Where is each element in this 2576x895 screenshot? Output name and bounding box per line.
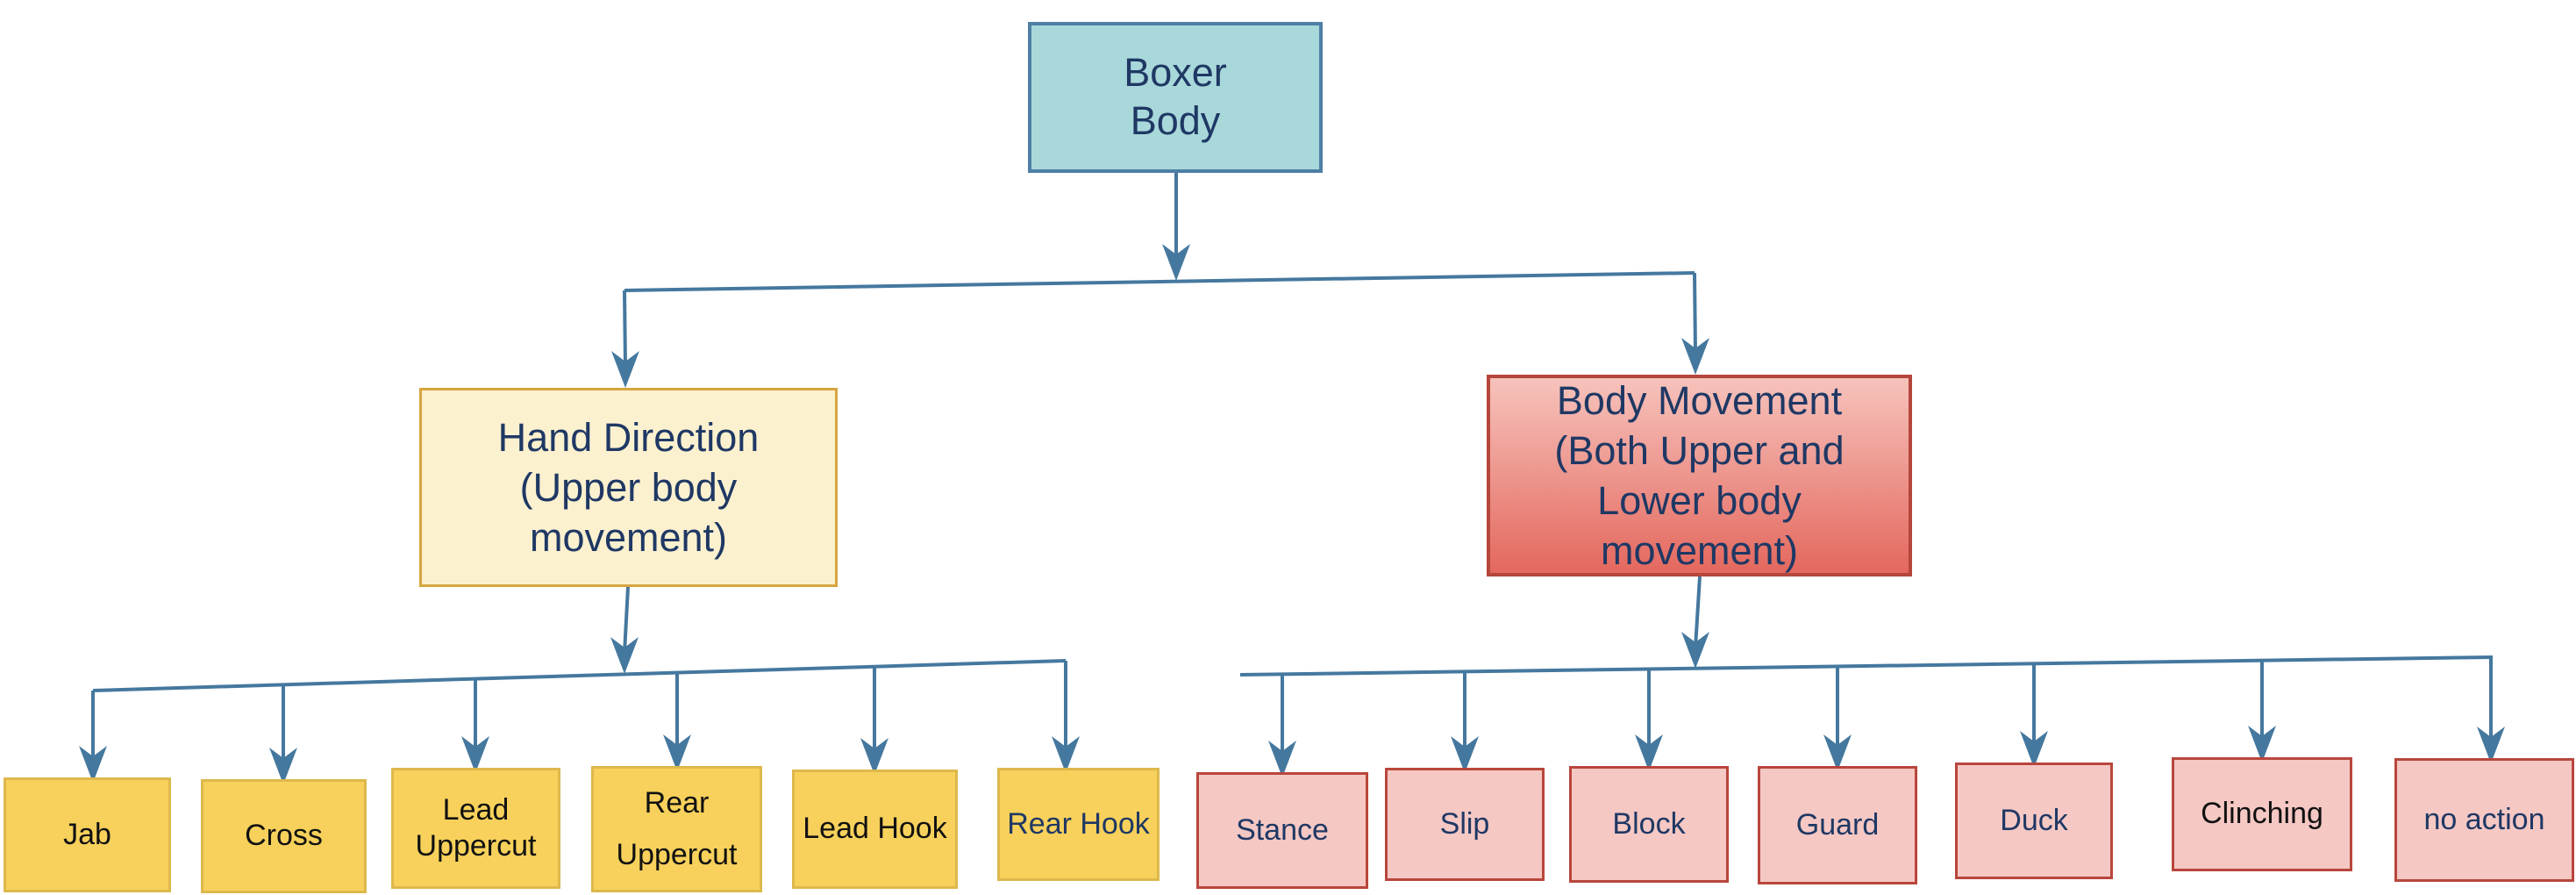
arrowhead-lead-uppercut [461,736,489,773]
node-label-line: Lead [442,792,510,827]
node-label-line: Guard [1795,807,1880,841]
node-label-line: Jab [63,817,111,851]
node-label-line: Rear [644,785,710,820]
node-label-line: Cross [245,819,323,853]
node-label-line: Uppercut [415,829,537,863]
node-lead-hook: Lead Hook [792,770,958,889]
connector-body-vertical [1694,576,1702,648]
node-rear-hook: Rear Hook [997,768,1160,881]
arrowhead-rear-hook [1052,736,1080,773]
node-label-line: Lead Hook [803,812,947,846]
node-stance: Stance [1196,772,1368,889]
arrowhead-no-action [2477,727,2505,763]
node-label-line: Body Movement [1556,377,1843,423]
node-label-line: Lower body [1597,478,1802,523]
node-label-line: Slip [1439,806,1490,841]
node-block: Block [1569,766,1729,883]
node-label-line: no action [2423,802,2545,836]
node-label-line: Block [1612,806,1686,841]
arrowhead-root [1162,244,1190,281]
node-lead-uppercut: Lead Uppercut [391,768,560,889]
node-rear-uppercut: Rear Uppercut [591,766,762,892]
node-body-movement: Body Movement (Both Upper and Lower body… [1487,375,1912,576]
node-label-line: movement) [1600,528,1799,574]
arrowhead-guard [1823,734,1852,771]
node-slip: Slip [1385,768,1545,881]
node-label-line: Duck [2000,803,2068,837]
arrowhead-block [1635,734,1663,771]
node-label-line: Rear Hook [1007,806,1150,841]
node-jab: Jab [4,777,171,892]
node-label-line: movement) [529,515,728,561]
connector-hand-bar [92,659,1067,692]
node-label-line: Boxer [1124,50,1227,96]
arrowhead-cross [269,748,297,784]
arrowhead-stance [1268,741,1296,777]
node-label-line: Stance [1236,813,1329,847]
node-label-line: Uppercut [616,838,738,871]
arrowhead-duck [2020,731,2048,768]
arrowhead-clinching [2248,726,2276,763]
arrowhead-hand-bar [610,637,639,674]
arrowhead-body-bar [1681,632,1709,669]
arrowhead-rear-uppercut [663,734,691,771]
node-label-line: (Upper body [519,464,738,510]
node-label-line: Body [1130,98,1221,143]
arrowhead-body-branch [1681,338,1709,375]
connector-hand-vertical [623,586,630,654]
node-clinching: Clinching [2172,757,2352,871]
node-label-line: Hand Direction [497,414,760,460]
arrowhead-slip [1451,736,1479,773]
node-hand-direction: Hand Direction (Upper body movement) [419,388,838,587]
node-duck: Duck [1955,763,2113,879]
connector-body-bar [1239,655,2494,677]
connector-split-bar [624,271,1695,292]
node-label-line: (Both Upper and [1554,427,1845,473]
node-no-action: no action [2394,758,2574,882]
node-guard: Guard [1758,766,1917,884]
connector-split-left-drop [623,290,627,368]
arrowhead-lead-hook [860,738,888,775]
node-label-line: Clinching [2201,797,2323,831]
arrowhead-jab [79,746,107,783]
node-cross: Cross [201,779,367,893]
arrowhead-hand-branch [611,351,639,388]
node-boxer-body: Boxer Body [1028,22,1323,173]
